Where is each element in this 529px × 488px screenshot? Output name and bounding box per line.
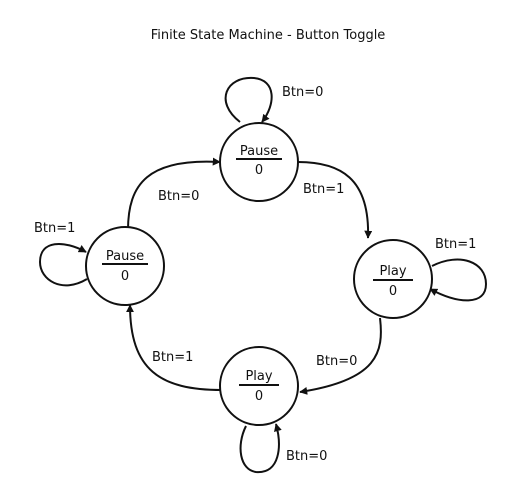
state-output: 0 [121,269,129,284]
state-pause-left: Pause 0 [85,226,165,306]
state-circle [219,122,299,202]
transition-label: Btn=0 [282,85,323,100]
transition-label: Btn=1 [34,221,75,236]
self-loop-play-right [429,258,488,302]
self-loop-pause-left [38,242,88,287]
transition-label: Btn=0 [316,354,357,369]
state-pause-top: Pause 0 [219,122,299,202]
state-output: 0 [389,284,397,299]
transition-label: Btn=1 [303,182,344,197]
transition-label: Btn=0 [158,189,199,204]
state-name: Pause [106,249,144,264]
diagram-title: Finite State Machine - Button Toggle [151,28,386,43]
edge-pause-top-to-play-right [297,161,373,239]
state-circle [85,226,165,306]
state-name: Play [245,369,272,384]
state-name: Pause [240,144,278,159]
state-output: 0 [255,389,263,404]
state-name: Play [379,264,406,279]
edge-pause-left-to-pause-top [127,157,221,231]
self-loop-play-bottom [239,423,282,474]
edge-play-bottom-to-pause-left [126,304,223,391]
state-play-right: Play 0 [353,239,433,319]
transition-label: Btn=1 [152,350,193,365]
transition-label: Btn=1 [435,237,476,252]
edge-play-right-to-play-bottom [299,317,382,395]
state-output: 0 [255,163,263,178]
transition-label: Btn=0 [286,449,327,464]
self-loop-pause-top [224,76,273,123]
state-play-bottom: Play 0 [219,346,299,426]
